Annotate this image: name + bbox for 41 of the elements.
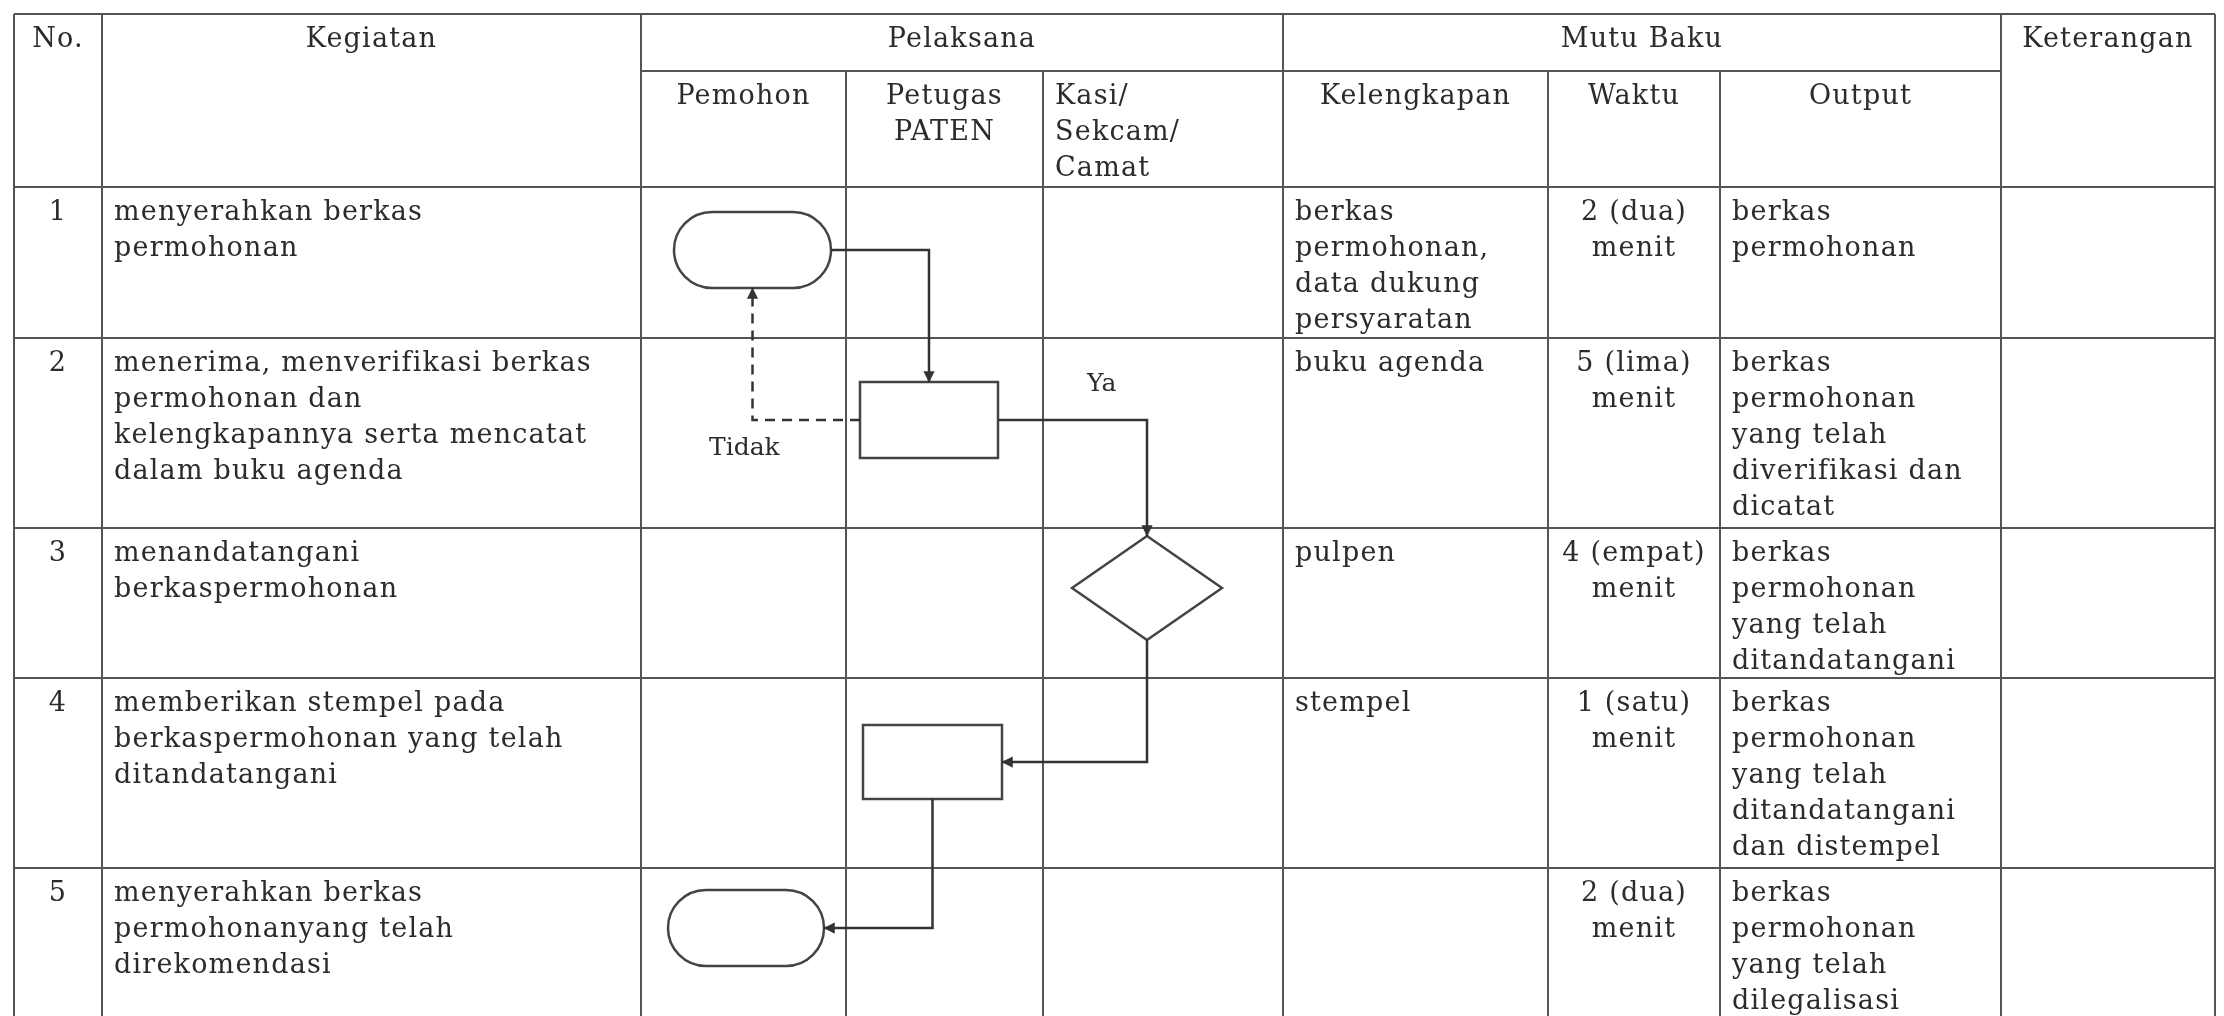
header-text: Keterangan <box>2021 21 2195 55</box>
header-text: No. <box>31 21 85 55</box>
arrow <box>831 248 935 383</box>
output-text: berkas permohonan yang telah ditandatangani dan distempel <box>1732 685 1958 863</box>
row-number: 4 <box>47 685 69 719</box>
header-text: Petugas PATEN <box>885 78 1004 148</box>
activity-text: menyerahkan berkas permohonan <box>114 194 425 264</box>
duration-text: 1 (satu) menit <box>1575 685 1693 755</box>
arrow <box>746 287 860 422</box>
arrow <box>998 418 1153 537</box>
activity-text: menyerahkan berkas permohonanyang telah direkomendasi <box>114 875 456 981</box>
row-number: 3 <box>47 535 69 569</box>
duration-text: 2 (dua) menit <box>1580 194 1688 264</box>
header-text: Kegiatan <box>304 21 439 55</box>
duration-text: 5 (lima) menit <box>1575 345 1693 415</box>
arrow <box>1001 640 1149 768</box>
requirement-text: buku agenda <box>1295 345 1487 379</box>
header-text: Waktu <box>1586 78 1682 112</box>
row-number: 2 <box>47 345 69 379</box>
row-number: 5 <box>47 875 69 909</box>
output-text: berkas permohonan yang telah dilegalisasi <box>1732 875 1918 1016</box>
requirement-text: pulpen <box>1295 535 1398 569</box>
activity-text: menandatangani berkaspermohonan <box>114 535 400 605</box>
activity-text: menerima, menverifikasi berkas permohonan dan kelengkapannya serta mencatat dalam buku agenda <box>114 345 593 487</box>
activity-text: memberikan stempel pada berkaspermohonan yang telah ditandatangani <box>114 685 565 791</box>
output-text: berkas permohonan yang telah diverifikasi dan dicatat <box>1732 345 1964 523</box>
header-text: Pemohon <box>675 78 812 112</box>
header-text: Output <box>1807 78 1914 112</box>
process-box <box>861 723 1004 801</box>
process-box <box>858 380 1000 460</box>
header-text: Mutu Baku <box>1559 21 1725 55</box>
decision-diamond <box>1069 534 1225 642</box>
duration-text: 2 (dua) menit <box>1580 875 1688 945</box>
output-text: berkas permohonan <box>1732 194 1918 264</box>
row-number: 1 <box>47 194 69 228</box>
arrow <box>823 799 934 934</box>
header-text: Kelengkapan <box>1318 78 1513 112</box>
header-text: Kasi/ Sekcam/ Camat <box>1055 78 1182 184</box>
requirement-text: stempel <box>1295 685 1413 719</box>
header-text: Pelaksana <box>886 21 1038 55</box>
duration-text: 4 (empat) menit <box>1561 535 1707 605</box>
